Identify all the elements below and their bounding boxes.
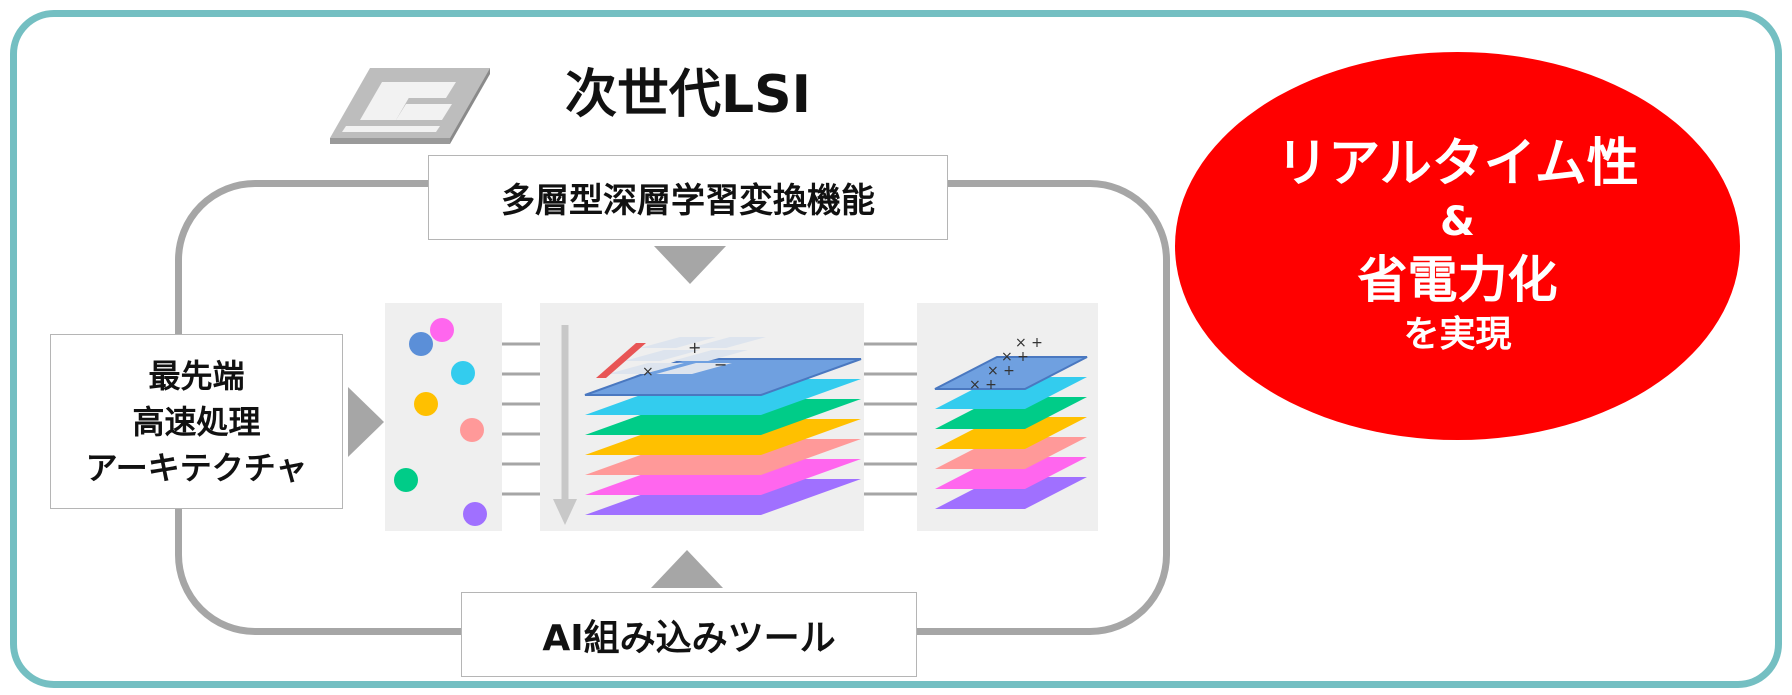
data-point (414, 392, 438, 416)
result-highlight: リアルタイム性 & 省電力化 を実現 (1175, 52, 1740, 440)
ai-tool-label: AI組み込みツール (542, 617, 836, 659)
svg-text:+: + (688, 338, 701, 357)
svg-text:× +: × + (969, 377, 997, 393)
result-power-saving: 省電力化 (1357, 251, 1558, 309)
network-layer (585, 419, 861, 455)
network-layer (585, 459, 861, 495)
compact-layer (935, 397, 1087, 429)
architecture-line-3: アーキテクチャ (85, 448, 308, 487)
data-point (430, 318, 454, 342)
compact-layer (934, 356, 1088, 390)
ai-tool-box: AI組み込みツール (461, 592, 917, 677)
svg-text:× +: × + (1001, 349, 1029, 365)
architecture-box: 最先端 高速処理 アーキテクチャ (50, 334, 343, 509)
svg-text:× +: × + (1015, 335, 1043, 351)
input-connectors (502, 342, 540, 496)
architecture-line-1: 最先端 (148, 356, 245, 395)
compact-layer (935, 477, 1087, 509)
result-achieve: を実現 (1403, 314, 1512, 355)
compact-layer (935, 377, 1087, 409)
network-layer (585, 399, 861, 435)
output-connectors (864, 342, 917, 496)
compact-layer (935, 417, 1087, 449)
data-points (394, 318, 487, 526)
compact-layer-stack: × + × + × + × + (934, 335, 1088, 509)
network-layer (585, 379, 861, 415)
result-realtime: リアルタイム性 (1276, 134, 1639, 194)
compact-layer (935, 437, 1087, 469)
chip-icon (330, 68, 490, 144)
arrow-down-icon (654, 246, 726, 284)
multilayer-conversion-label: 多層型深層学習変換機能 (501, 181, 875, 221)
arrow-right-icon (348, 387, 384, 457)
multilayer-conversion-box: 多層型深層学習変換機能 (428, 155, 948, 240)
svg-text:× +: × + (987, 363, 1015, 379)
data-point (460, 418, 484, 442)
svg-text:×: × (642, 364, 654, 380)
architecture-line-2: 高速処理 (132, 402, 261, 441)
compact-operations: × + × + × + × + (969, 335, 1043, 393)
result-ampersand: & (1440, 199, 1475, 245)
data-point (451, 361, 475, 385)
compact-layer (935, 457, 1087, 489)
title-next-gen-lsi: 次世代LSI (565, 65, 811, 125)
operations-grid: + − × (596, 337, 766, 380)
data-point (409, 332, 433, 356)
network-layer (585, 479, 861, 515)
arrow-up-icon (651, 550, 723, 588)
network-layer (585, 439, 861, 475)
data-point (463, 502, 487, 526)
deep-learning-layer-stack: + − × (553, 325, 862, 525)
data-point (394, 468, 418, 492)
svg-text:−: − (714, 355, 727, 374)
